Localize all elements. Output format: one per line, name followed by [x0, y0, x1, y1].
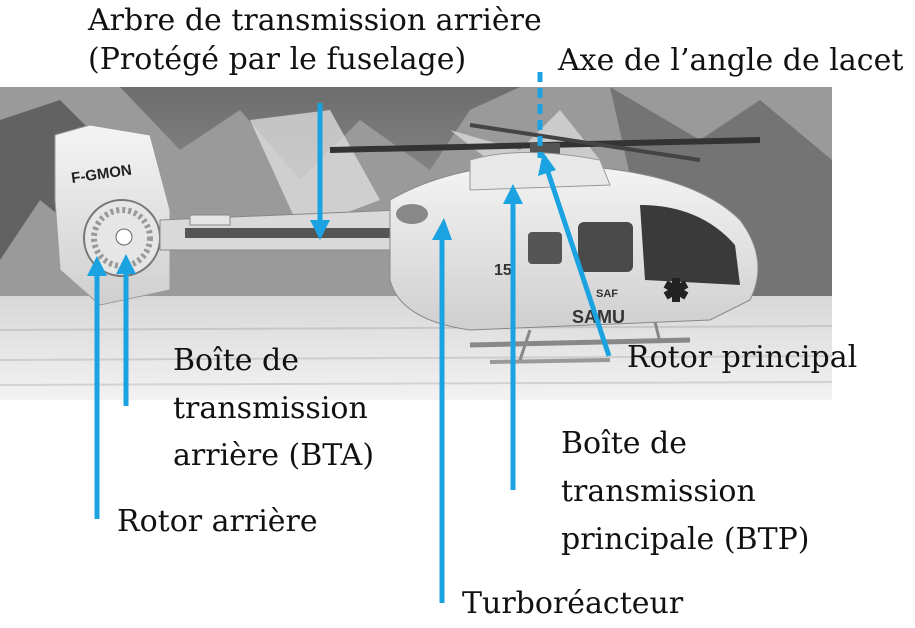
- main-rotor-blade: [469, 123, 701, 162]
- label-main-rotor: Rotor principal: [627, 340, 858, 375]
- number-text: 15: [494, 262, 512, 279]
- saf-text: SAF: [596, 288, 618, 300]
- arrow-main-rotor: [545, 171, 612, 357]
- label-tail-shaft-line2: (Protégé par le fuselage): [88, 42, 467, 77]
- arrow-tail-rotor-head: [87, 256, 107, 276]
- label-tail-shaft-line1: Arbre de transmission arrière: [88, 3, 542, 38]
- label-bta-line2: transmission: [173, 391, 368, 426]
- label-turbine: Turboréacteur: [462, 586, 684, 621]
- label-btp-line2: transmission: [561, 474, 756, 509]
- label-bta-line1: Boîte de: [173, 343, 300, 378]
- star-of-life-icon: [663, 278, 689, 302]
- label-yaw-axis: Axe de l’angle de lacet: [558, 43, 904, 78]
- label-btp-line3: principale (BTP): [561, 522, 810, 557]
- arrow-btp-head: [503, 184, 523, 204]
- arrow-main-rotor-head: [538, 152, 556, 176]
- label-btp-line1: Boîte de: [561, 426, 688, 461]
- callout-arrows: [87, 72, 612, 603]
- cabin-window: [578, 222, 633, 272]
- label-bta-line3: arrière (BTA): [173, 438, 375, 473]
- arrow-bta-head: [116, 254, 136, 274]
- cockpit-window: [640, 205, 740, 285]
- arrow-tail-shaft-head: [310, 220, 330, 240]
- label-tail-rotor: Rotor arrière: [117, 504, 318, 539]
- arrow-turbine-head: [432, 218, 452, 240]
- landing-skid: [469, 337, 691, 348]
